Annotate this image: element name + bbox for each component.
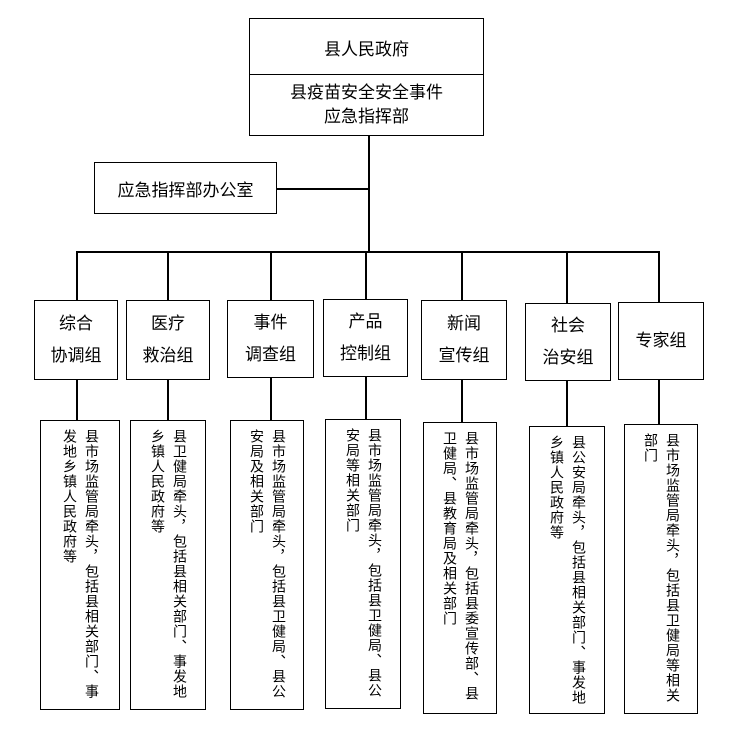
desc-box-product-control: 县市场监管局牵头，包括县卫健局、县公安局等相关部门 — [325, 419, 401, 709]
group-box-product-control: 产品 控制组 — [323, 299, 408, 377]
group-description: 县公安局牵头，包括县相关部门、事发地乡镇人民政府等 — [548, 435, 586, 705]
desc-connector-line — [365, 377, 367, 419]
group-label-line1: 事件 — [253, 313, 288, 333]
group-label-line1: 综合 — [59, 314, 93, 334]
desc-box-medical: 县卫健局牵头，包括县相关部门、事发地乡镇人民政府等 — [130, 420, 206, 710]
group-drop-line — [461, 251, 463, 300]
group-drop-line — [167, 251, 169, 300]
group-box-public-security: 社会 治安组 — [525, 303, 611, 381]
group-box-publicity: 新闻 宣传组 — [421, 300, 507, 380]
desc-box-coordination: 县市场监管局牵头，包括县相关部门、事发地乡镇人民政府等 — [40, 420, 120, 710]
group-label-line1: 社会 — [551, 316, 585, 336]
group-description: 县市场监管局牵头，包括县卫健局、县公安局等相关部门 — [344, 428, 382, 698]
group-box-medical: 医疗 救治组 — [126, 300, 210, 380]
desc-box-experts: 县市场监管局牵头，包括县卫健局等相关部门 — [624, 424, 698, 714]
group-label-line1: 产品 — [348, 312, 383, 332]
group-description: 县卫健局牵头，包括县相关部门、事发地乡镇人民政府等 — [149, 429, 187, 699]
group-label-line2: 救治组 — [142, 346, 194, 366]
desc-box-publicity: 县市场监管局牵头，包括县委宣传部、县卫健局、县教育局及相关部门 — [423, 422, 497, 714]
county-government-box: 县人民政府 — [249, 18, 484, 76]
desc-connector-line — [167, 380, 169, 420]
group-box-investigation: 事件 调查组 — [227, 300, 314, 378]
county-government-label: 县人民政府 — [324, 39, 409, 60]
group-box-experts: 专家组 — [618, 302, 704, 380]
desc-connector-line — [461, 380, 463, 422]
group-label-line1: 专家组 — [635, 331, 687, 351]
desc-connector-line — [658, 380, 660, 424]
group-label-line2: 宣传组 — [438, 346, 490, 366]
main-trunk-line — [368, 136, 370, 252]
command-headquarters-box: 县疫苗安全安全事件 应急指挥部 — [249, 74, 484, 136]
group-box-coordination: 综合 协调组 — [34, 300, 118, 380]
group-label-line1: 新闻 — [447, 314, 481, 334]
group-label-line2: 调查组 — [245, 345, 296, 365]
group-description: 县市场监管局牵头，包括县相关部门、事发地乡镇人民政府等 — [61, 429, 99, 699]
group-label-line2: 协调组 — [50, 346, 102, 366]
group-description: 县市场监管局牵头，包括县委宣传部、县卫健局、县教育局及相关部门 — [441, 431, 479, 701]
group-drop-line — [658, 251, 660, 302]
desc-box-investigation: 县市场监管局牵头，包括县卫健局、县公安局及相关部门 — [230, 420, 304, 710]
group-description: 县市场监管局牵头，包括县卫健局等相关部门 — [642, 433, 680, 703]
command-headquarters-line2: 应急指挥部 — [324, 107, 409, 127]
group-label-line1: 医疗 — [151, 314, 185, 334]
group-drop-line — [566, 251, 568, 303]
desc-box-public-security: 县公安局牵头，包括县相关部门、事发地乡镇人民政府等 — [529, 426, 605, 714]
group-bus-line — [76, 251, 658, 253]
command-headquarters-line1: 县疫苗安全安全事件 — [290, 83, 443, 103]
group-drop-line — [365, 251, 367, 299]
desc-connector-line — [270, 378, 272, 420]
group-drop-line — [76, 251, 78, 300]
desc-connector-line — [566, 381, 568, 426]
command-office-label: 应急指挥部办公室 — [117, 180, 254, 201]
group-label-line2: 控制组 — [340, 344, 391, 364]
group-drop-line — [270, 251, 272, 300]
group-description: 县市场监管局牵头，包括县卫健局、县公安局及相关部门 — [248, 429, 286, 699]
office-connector-line — [277, 188, 369, 190]
command-office-box: 应急指挥部办公室 — [94, 162, 277, 214]
group-label-line2: 治安组 — [542, 348, 594, 368]
desc-connector-line — [76, 380, 78, 420]
